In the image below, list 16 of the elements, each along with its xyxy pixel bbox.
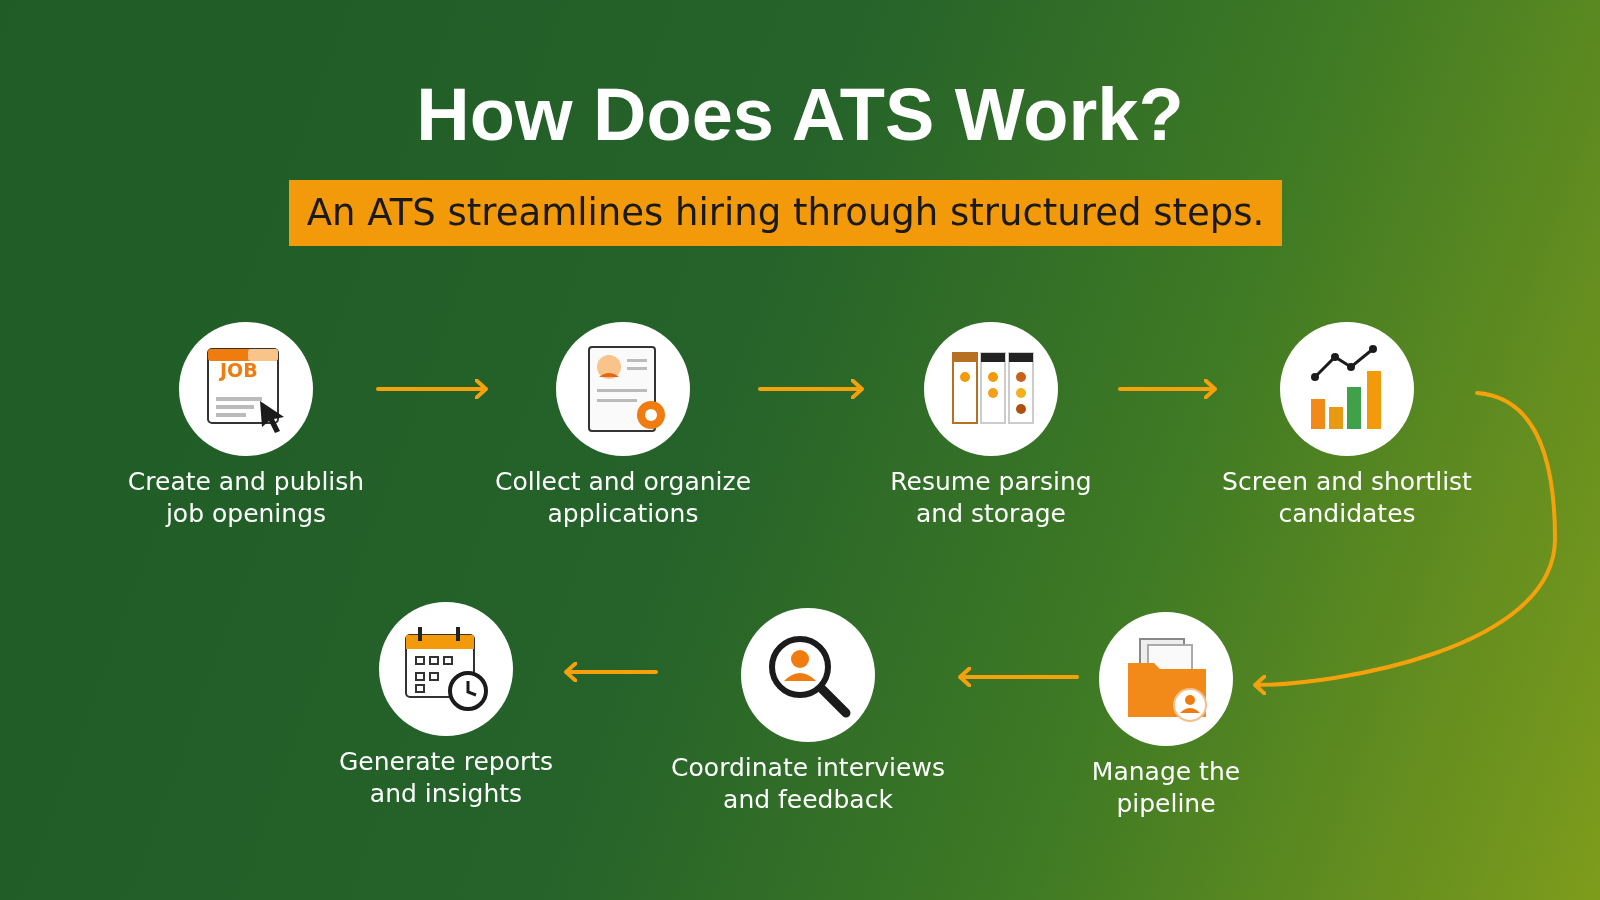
step-label: Resume parsing and storage (889, 466, 1093, 530)
arrow (958, 666, 1079, 688)
icon-caption: JOB (220, 360, 258, 380)
arrow (1118, 378, 1217, 400)
arrow (758, 378, 864, 400)
arrow (376, 378, 488, 400)
step-label: Coordinate interviews and feedback (670, 752, 946, 816)
step-label: Generate reports and insights (337, 746, 555, 810)
subtitle-banner: An ATS streamlines hiring through structured steps. (289, 180, 1282, 246)
step-label: Screen and shortlist candidates (1221, 466, 1473, 530)
step-label: Create and publish job openings (126, 466, 366, 530)
arrow (1253, 391, 1557, 696)
arrow (564, 661, 658, 683)
step-label: Manage the pipeline (1090, 756, 1242, 820)
step-label: Collect and organize applications (493, 466, 753, 530)
title: How Does ATS Work? (415, 72, 1185, 157)
